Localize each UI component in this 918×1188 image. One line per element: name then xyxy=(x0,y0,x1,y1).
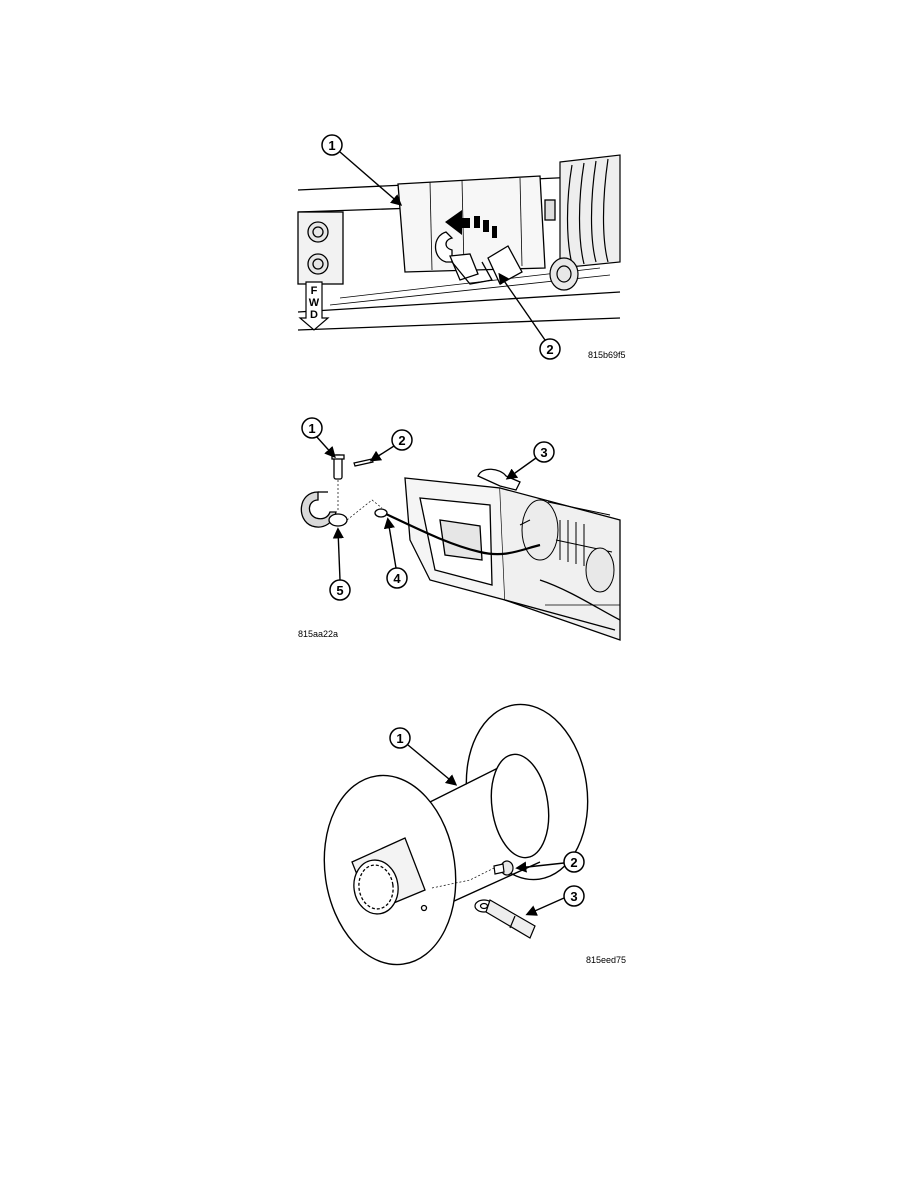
callout-label: 5 xyxy=(336,583,343,598)
figure-2-id: 815aa22a xyxy=(298,629,338,639)
figure-1-callout-2: 2 xyxy=(498,272,561,360)
figure-1-clutch-lever xyxy=(434,231,523,285)
figure-3-id: 815eed75 xyxy=(586,955,626,965)
fwd-letter-f: F xyxy=(311,285,318,297)
figure-1-fwd-arrow: F W D xyxy=(298,281,330,331)
figure-2-pin xyxy=(331,454,345,480)
callout-label: 2 xyxy=(546,342,553,357)
figure-3-callout-2: 2 xyxy=(515,851,585,873)
callout-label: 2 xyxy=(570,855,577,870)
callout-label: 4 xyxy=(393,571,401,586)
figure-1-cable-drum xyxy=(549,154,621,291)
figure-2-callout-4: 4 xyxy=(383,517,408,589)
figure-3: 1 2 3 815eed75 xyxy=(323,703,626,966)
callout-label: 3 xyxy=(570,889,577,904)
figure-1-rotation-arrow xyxy=(445,210,497,238)
figure-2-cotter-pin xyxy=(353,458,374,467)
figure-3-callout-3: 3 xyxy=(525,885,585,916)
callout-label: 3 xyxy=(540,445,547,460)
figure-2-hook xyxy=(300,491,348,528)
figure-3-callout-1: 1 xyxy=(389,727,458,786)
figure-2-callout-3: 3 xyxy=(505,441,555,480)
figure-2-assembly-lines xyxy=(337,480,383,521)
figure-2-callout-5: 5 xyxy=(329,527,351,601)
figure-2-cable xyxy=(374,508,541,556)
callout-label: 2 xyxy=(398,433,405,448)
figure-2-cable-drum xyxy=(519,499,615,593)
figure-3-cable-end xyxy=(474,899,536,939)
callout-label: 1 xyxy=(396,731,403,746)
figure-3-screw xyxy=(493,860,514,876)
figure-1-callout-1: 1 xyxy=(321,134,403,206)
figure-2: 1 2 3 4 5 815aa22a xyxy=(298,417,621,641)
callout-label: 1 xyxy=(308,421,315,436)
figure-2-callout-1: 1 xyxy=(301,417,336,459)
figure-2-winch-frame xyxy=(404,477,621,641)
fwd-letter-d: D xyxy=(310,309,318,321)
figure-1-id: 815b69f5 xyxy=(588,350,626,360)
figure-2-clutch-handle xyxy=(477,468,521,491)
figure-3-assembly-line xyxy=(431,867,495,889)
callout-label: 1 xyxy=(328,138,335,153)
figure-1: F W D 1 2 815b69f5 xyxy=(297,134,626,360)
figure-2-callout-2: 2 xyxy=(369,429,413,462)
figure-3-splined-hub xyxy=(351,837,428,915)
fwd-letter-w: W xyxy=(309,297,320,309)
